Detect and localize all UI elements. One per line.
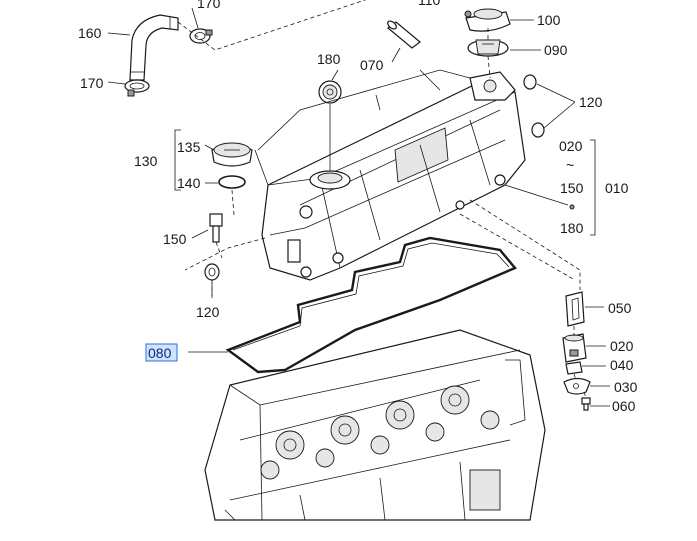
label-140: 140 <box>177 175 201 191</box>
label-170-top: 170 <box>197 0 221 11</box>
label-090: 090 <box>544 42 568 58</box>
hose-clamp-170-bottom <box>124 79 150 97</box>
label-070: 070 <box>360 57 384 73</box>
label-135: 135 <box>177 139 201 155</box>
label-180-range: 180 <box>560 220 584 236</box>
label-120-top: 120 <box>579 94 603 110</box>
label-100: 100 <box>537 12 561 28</box>
bracket-050 <box>565 291 585 327</box>
label-010: 010 <box>605 180 629 196</box>
breather-hose-160 <box>129 14 179 81</box>
label-020: 020 <box>610 338 634 354</box>
cylinder-head <box>204 329 546 521</box>
screw-060 <box>581 397 591 411</box>
sensor-020 <box>562 333 587 363</box>
label-060: 060 <box>612 398 636 414</box>
label-050: 050 <box>608 300 632 316</box>
label-020-range: 020 <box>559 138 583 154</box>
label-150-range: 150 <box>560 180 584 196</box>
hose-clamp-170-top <box>189 28 213 44</box>
leader-lines <box>107 0 610 407</box>
highlight-080[interactable] <box>145 343 178 362</box>
label-160: 160 <box>78 25 102 41</box>
grommet-120-top <box>523 74 545 138</box>
label-040: 040 <box>610 357 634 373</box>
valve-cover <box>261 71 526 281</box>
pipe-070 <box>387 20 421 49</box>
bolt-150 <box>209 213 223 243</box>
o-ring-140 <box>218 175 246 189</box>
breather-cap-100 <box>464 8 511 32</box>
filler-cap-135 <box>211 142 253 167</box>
label-170-bottom: 170 <box>80 75 104 91</box>
label-120-bottom: 120 <box>196 304 220 320</box>
label-030: 030 <box>614 379 638 395</box>
label-180-top: 180 <box>317 51 341 67</box>
grommet-120-bottom <box>204 263 220 281</box>
seal-180 <box>318 80 342 104</box>
breather-valve-090 <box>467 39 509 57</box>
label-080[interactable]: 080 <box>148 345 172 361</box>
label-130: 130 <box>134 153 158 169</box>
washer-040 <box>565 361 583 375</box>
gasket-080 <box>225 236 517 374</box>
clip-030 <box>563 377 591 395</box>
label-150: 150 <box>163 231 187 247</box>
tilde: ~ <box>566 157 574 173</box>
label-110: 110 <box>418 0 441 8</box>
